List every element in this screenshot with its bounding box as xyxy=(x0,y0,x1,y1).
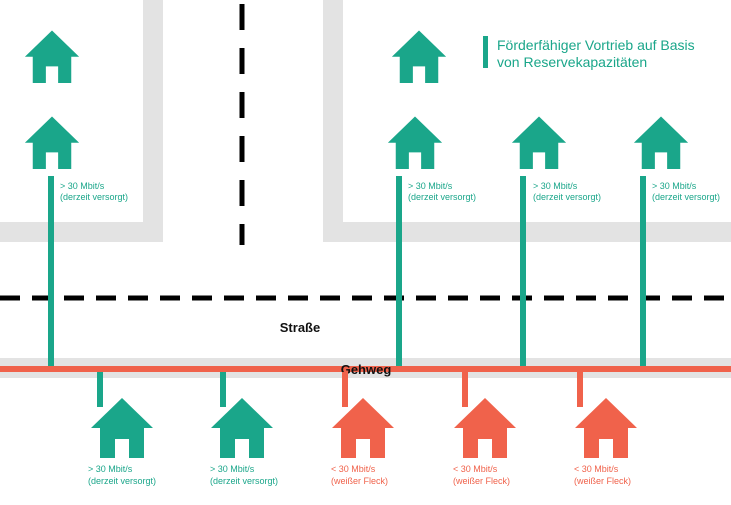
house-status-label: (derzeit versorgt) xyxy=(408,192,476,202)
block-left xyxy=(0,0,163,242)
house-status-label: > 30 Mbit/s xyxy=(533,181,578,191)
house-icon xyxy=(575,398,637,458)
house-status-label: (derzeit versorgt) xyxy=(533,192,601,202)
served-connections-top xyxy=(48,176,646,368)
house-status-label: < 30 Mbit/s xyxy=(331,464,376,474)
house-icon xyxy=(24,30,80,83)
house-status-label: > 30 Mbit/s xyxy=(408,181,453,191)
house-icon xyxy=(332,398,394,458)
house-icon xyxy=(387,116,443,169)
house-status-label: (weißer Fleck) xyxy=(331,476,388,486)
house-status-label: < 30 Mbit/s xyxy=(453,464,498,474)
house-icon xyxy=(24,116,80,169)
block-right xyxy=(323,0,731,242)
house-icon xyxy=(633,116,689,169)
legend-swatch xyxy=(483,36,488,68)
legend-line-1: Förderfähiger Vortrieb auf Basis xyxy=(497,37,695,53)
house-status-label: (derzeit versorgt) xyxy=(60,192,128,202)
legend-line-2: von Reservekapazitäten xyxy=(497,54,647,70)
house-status-label: > 30 Mbit/s xyxy=(60,181,105,191)
road-label: Straße xyxy=(280,320,320,335)
house-icon xyxy=(391,30,447,83)
house-status-label: (derzeit versorgt) xyxy=(652,192,720,202)
house-status-label: (derzeit versorgt) xyxy=(88,476,156,486)
house-status-label: (weißer Fleck) xyxy=(453,476,510,486)
house-status-label: < 30 Mbit/s xyxy=(574,464,619,474)
house-status-label: (weißer Fleck) xyxy=(574,476,631,486)
lower-connections xyxy=(97,372,583,407)
sidewalk-cable xyxy=(0,366,731,372)
house-status-label: > 30 Mbit/s xyxy=(210,464,255,474)
house-status-label: > 30 Mbit/s xyxy=(652,181,697,191)
house-status-label: > 30 Mbit/s xyxy=(88,464,133,474)
house-status-label: (derzeit versorgt) xyxy=(210,476,278,486)
sidewalk-label: Gehweg xyxy=(341,362,392,377)
house-icon xyxy=(511,116,567,169)
